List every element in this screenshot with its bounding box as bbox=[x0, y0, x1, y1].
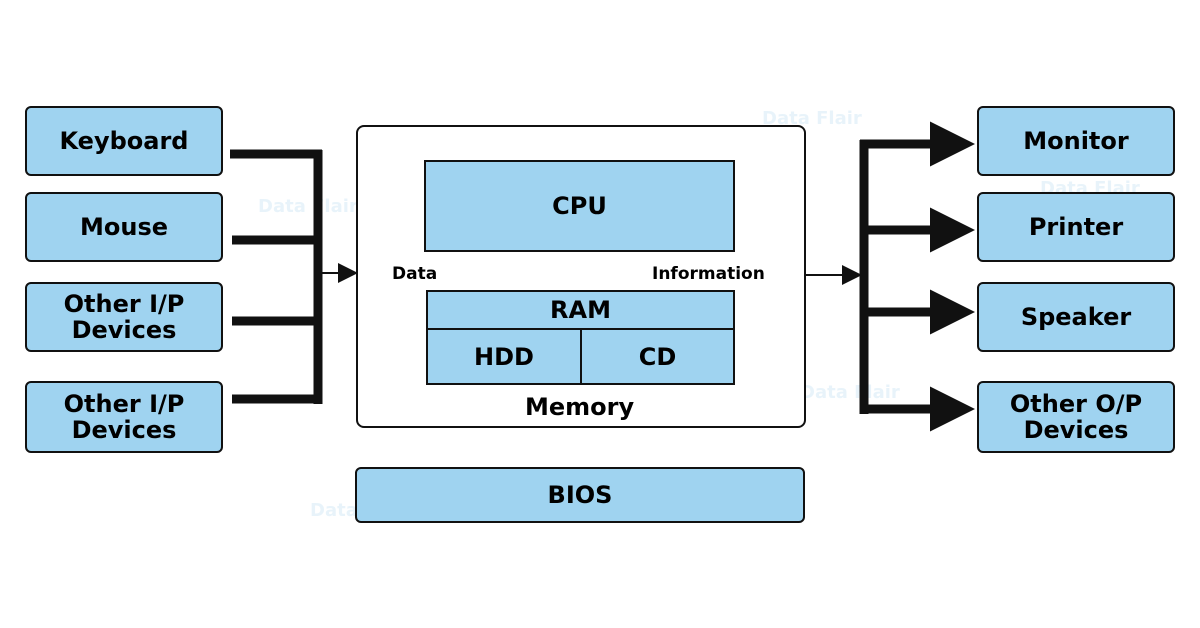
watermark-logo: Data Flair bbox=[800, 382, 900, 403]
mouse-box: Mouse bbox=[25, 192, 223, 262]
cd-box: CD bbox=[580, 328, 735, 385]
hdd-box: HDD bbox=[426, 328, 582, 385]
information-label: Information bbox=[652, 264, 765, 284]
bios-box: BIOS bbox=[355, 467, 805, 523]
input-bus bbox=[230, 149, 323, 404]
other-ip-label-line2: Devices bbox=[71, 416, 177, 444]
ram-label: RAM bbox=[550, 296, 611, 324]
cpu-label: CPU bbox=[552, 192, 607, 220]
speaker-label: Speaker bbox=[1020, 303, 1132, 331]
other-op-devices-box: Other O/P Devices bbox=[977, 381, 1175, 453]
hdd-label: HDD bbox=[474, 342, 534, 371]
other-ip-label-line1: Other I/P bbox=[63, 290, 185, 318]
keyboard-box: Keyboard bbox=[25, 106, 223, 176]
ram-box: RAM bbox=[426, 290, 735, 330]
other-op-label-line2: Devices bbox=[1023, 416, 1129, 444]
other-ip-devices-box: Other I/P Devices bbox=[25, 282, 223, 352]
other-op-label-line1: Other O/P bbox=[1009, 390, 1143, 418]
data-label: Data bbox=[392, 264, 438, 284]
bios-label: BIOS bbox=[547, 481, 613, 509]
other-ip-devices-box: Other I/P Devices bbox=[25, 381, 223, 453]
printer-box: Printer bbox=[977, 192, 1175, 262]
monitor-box: Monitor bbox=[977, 106, 1175, 176]
other-ip-label-line2: Devices bbox=[71, 316, 177, 344]
keyboard-label: Keyboard bbox=[59, 127, 189, 155]
watermark-logo: Data Flair bbox=[762, 108, 862, 129]
monitor-label: Monitor bbox=[1023, 127, 1129, 155]
cpu-box: CPU bbox=[424, 160, 735, 252]
speaker-box: Speaker bbox=[977, 282, 1175, 352]
mouse-label: Mouse bbox=[79, 213, 169, 241]
printer-label: Printer bbox=[1028, 213, 1124, 241]
other-ip-label-line1: Other I/P bbox=[63, 390, 185, 418]
cd-label: CD bbox=[638, 342, 677, 371]
memory-caption: Memory bbox=[525, 393, 635, 421]
watermark-logo: Data Flair bbox=[258, 196, 358, 217]
output-bus bbox=[859, 121, 975, 432]
